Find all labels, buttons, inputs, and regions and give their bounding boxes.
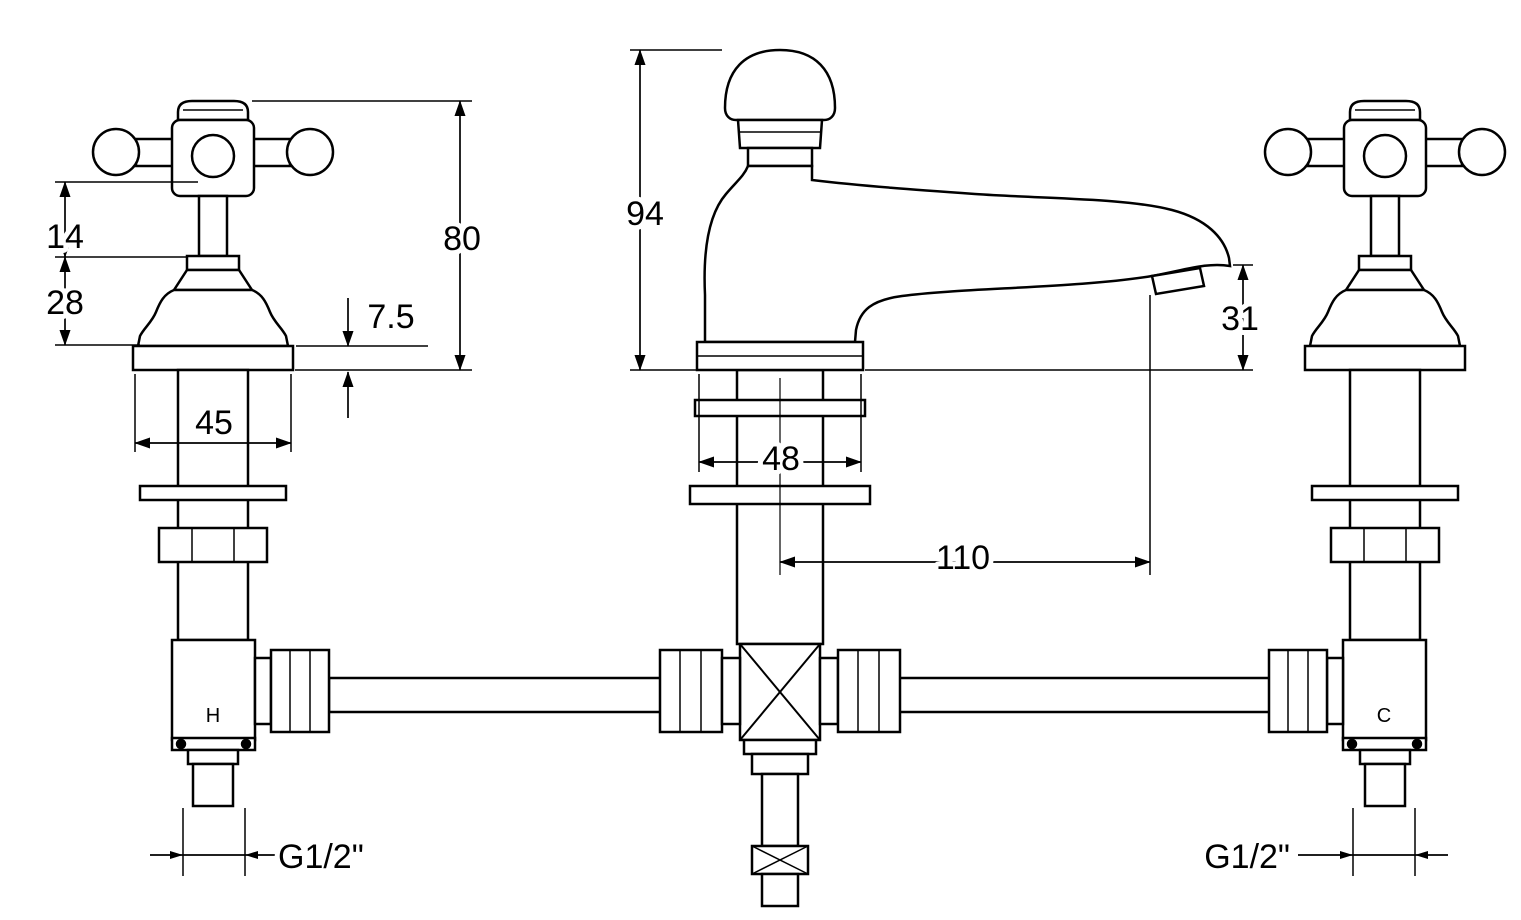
cold-label: C (1377, 705, 1391, 727)
dim-hot-thread: G1/2" (278, 838, 364, 876)
spout-knob (723, 48, 837, 122)
dim-outlet-height: 31 (1221, 300, 1259, 338)
dim-spout-base-width: 48 (762, 440, 800, 478)
dim-spout-reach: 110 (936, 539, 990, 577)
dim-stem: 14 (46, 218, 84, 256)
left-pipe (327, 676, 663, 714)
spout-body (703, 164, 1232, 344)
dim-flange-thickness: 7.5 (367, 298, 414, 336)
cold-valve-assembly (1263, 99, 1507, 808)
dim-handle-height: 80 (443, 220, 481, 258)
spout-assembly (695, 48, 1232, 372)
right-pipe (897, 676, 1273, 714)
spout-aerator (1150, 266, 1206, 296)
hot-valve-assembly (91, 99, 335, 808)
extension-lines (55, 49, 1416, 876)
dimension-lines (59, 49, 1448, 856)
dim-valve-base-width: 45 (195, 404, 233, 442)
outside-arrowheads (170, 851, 1428, 859)
hot-label: H (206, 705, 220, 727)
dim-bonnet: 28 (46, 284, 84, 322)
supply-pipes (327, 676, 1273, 714)
dim-spout-height: 94 (626, 195, 664, 233)
dim-cold-thread: G1/2" (1204, 838, 1290, 876)
